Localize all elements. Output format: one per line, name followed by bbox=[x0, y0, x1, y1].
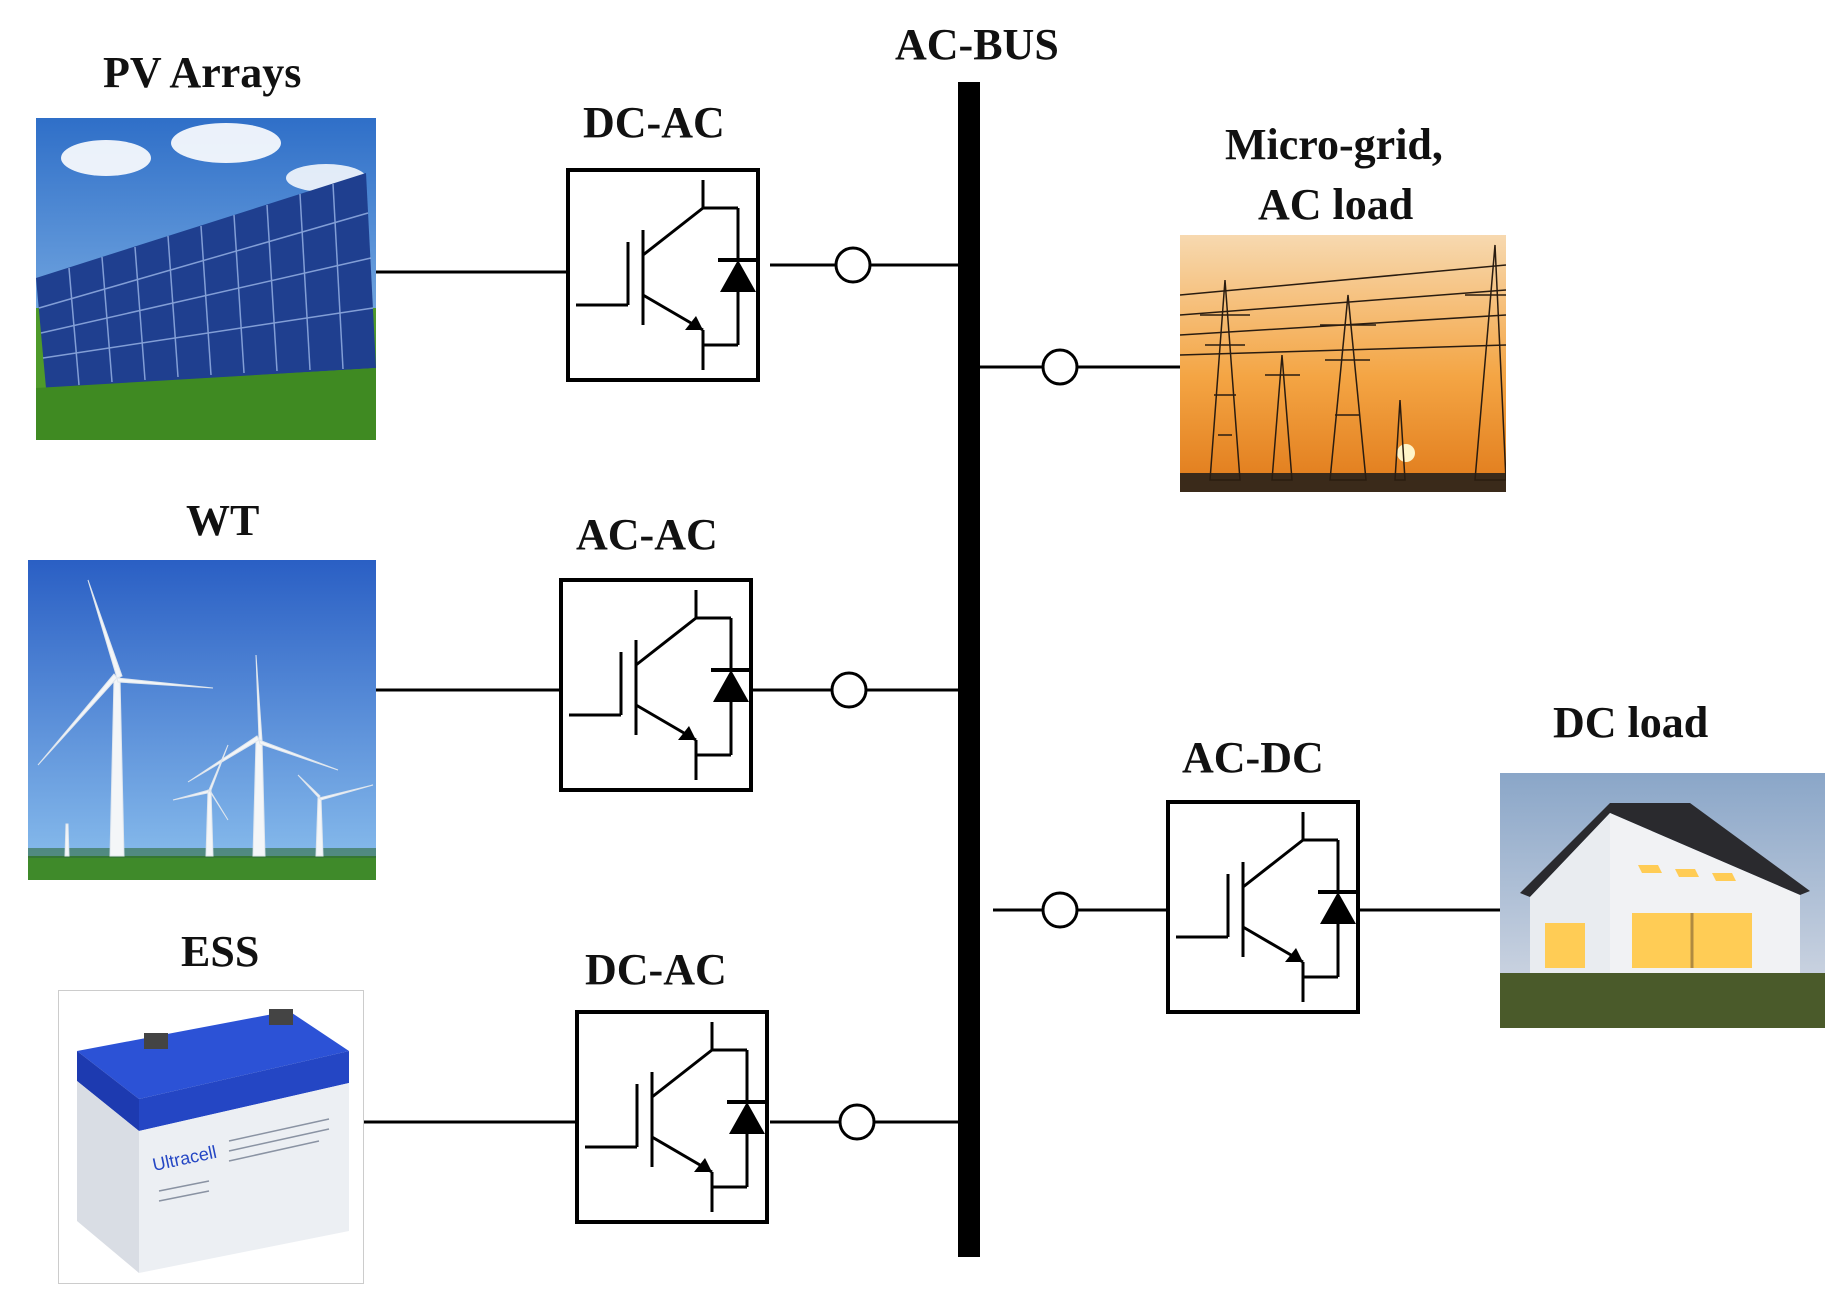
microgrid-label-line2: AC load bbox=[1258, 180, 1414, 229]
converter-dc-label: AC-DC bbox=[1182, 733, 1324, 782]
converter-pv-label: DC-AC bbox=[583, 98, 725, 147]
switch-dc-load bbox=[1041, 891, 1079, 929]
converter-wt-label: AC-AC bbox=[576, 510, 718, 559]
dc-load-label: DC load bbox=[1553, 698, 1709, 747]
microgrid-label-line1: Micro-grid, bbox=[1225, 120, 1443, 169]
switch-ess bbox=[838, 1103, 876, 1141]
pv-arrays-label: PV Arrays bbox=[103, 48, 302, 97]
ac-bus-label: AC-BUS bbox=[895, 20, 1059, 69]
switch-wt bbox=[830, 671, 868, 709]
ess-label: ESS bbox=[181, 927, 260, 976]
ac-bus-bar bbox=[958, 82, 980, 1257]
wt-label: WT bbox=[186, 496, 260, 545]
dc-load-house-image bbox=[1500, 773, 1825, 1028]
ess-battery-image: Ultracell bbox=[58, 990, 364, 1284]
wind-turbine-image bbox=[28, 560, 376, 880]
converter-ess-label: DC-AC bbox=[585, 945, 727, 994]
microgrid-power-lines-image bbox=[1180, 235, 1506, 492]
pv-array-image bbox=[36, 118, 376, 440]
switch-microgrid bbox=[1041, 348, 1079, 386]
switch-pv bbox=[834, 246, 872, 284]
